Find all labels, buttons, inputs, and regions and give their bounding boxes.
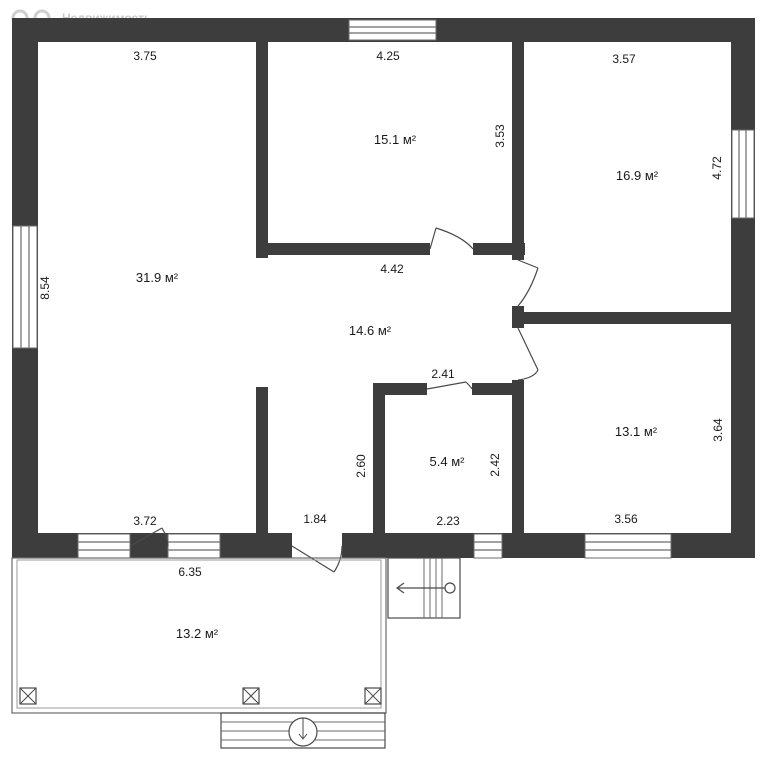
window-living-bottom-a <box>77 533 131 559</box>
wall-bedroom1-right <box>512 40 524 260</box>
dimension-label: 3.64 <box>711 418 725 442</box>
room-area-label: 13.2 м² <box>176 626 219 641</box>
wall-bathroom-top-b <box>472 383 522 395</box>
room-bedroom1: 15.1 м² 4.25 3.53 <box>374 49 507 148</box>
dimension-label: 3.75 <box>133 49 157 63</box>
dimension-label: 1.84 <box>303 512 327 526</box>
door-living-terrace <box>129 527 169 547</box>
dimension-label: 2.23 <box>436 514 460 528</box>
dimension-label: 4.25 <box>376 49 400 63</box>
dimension-label: 4.42 <box>380 262 404 276</box>
door-bedroom1 <box>429 227 474 250</box>
window-bedroom2 <box>731 129 755 219</box>
room-area-label: 31.9 м² <box>136 270 179 285</box>
room-area-label: 16.9 м² <box>616 168 659 183</box>
dimension-label: 8.54 <box>38 276 52 300</box>
dimension-label: 3.57 <box>612 52 636 66</box>
room-area-label: 13.1 м² <box>615 424 658 439</box>
outer-wall-right <box>731 18 755 558</box>
terrace-steps <box>220 712 386 749</box>
wall-hall-right-low <box>512 380 524 537</box>
terrace <box>11 557 387 749</box>
column-icon <box>242 687 260 705</box>
dimension-label: 6.35 <box>178 565 202 579</box>
dimension-label: 4.72 <box>710 156 724 180</box>
dimension-label: 3.72 <box>133 514 157 528</box>
wall-bathroom-left <box>373 383 385 537</box>
dimension-label: 2.41 <box>431 367 455 381</box>
window-bedroom3 <box>584 533 672 559</box>
room-bedroom3: 13.1 м² 3.64 3.56 <box>614 418 725 526</box>
dimension-label: 3.53 <box>493 124 507 148</box>
wall-bedroom2-bottom <box>512 312 734 324</box>
column-icon <box>19 687 37 705</box>
room-bathroom: 5.4 м² 2.41 2.42 2.23 <box>430 367 502 528</box>
wall-bedroom1-bottom-a <box>256 243 430 255</box>
door-bathroom <box>426 381 473 390</box>
walls <box>12 18 755 558</box>
room-area-label: 14.6 м² <box>349 323 392 338</box>
door-bedroom3 <box>517 327 539 381</box>
room-terrace: 13.2 м² 6.35 <box>176 565 219 641</box>
dimension-label: 2.60 <box>354 454 368 478</box>
doors <box>129 227 539 573</box>
room-hall: 14.6 м² 4.42 2.60 1.84 <box>303 262 404 526</box>
dimension-label: 2.42 <box>488 453 502 477</box>
window-living-bottom-b <box>167 533 221 559</box>
window-bedroom1 <box>348 19 437 41</box>
wall-living-right-lower <box>256 387 268 537</box>
entrance-stairs <box>387 557 461 619</box>
room-area-label: 15.1 м² <box>374 132 417 147</box>
column-icon <box>364 687 382 705</box>
room-area-label: 5.4 м² <box>430 454 466 469</box>
wall-living-right-upper <box>256 40 268 258</box>
window-living <box>12 225 38 349</box>
stairs-marker-icon <box>444 582 456 594</box>
door-entrance <box>291 533 343 573</box>
room-living: 31.9 м² 3.75 8.54 3.72 <box>38 49 179 528</box>
wall-bathroom-top-a <box>373 383 427 395</box>
room-bedroom2: 16.9 м² 3.57 4.72 <box>612 52 724 183</box>
dimension-label: 3.56 <box>614 512 638 526</box>
door-bedroom2 <box>517 259 539 307</box>
window-bathroom <box>473 533 503 559</box>
